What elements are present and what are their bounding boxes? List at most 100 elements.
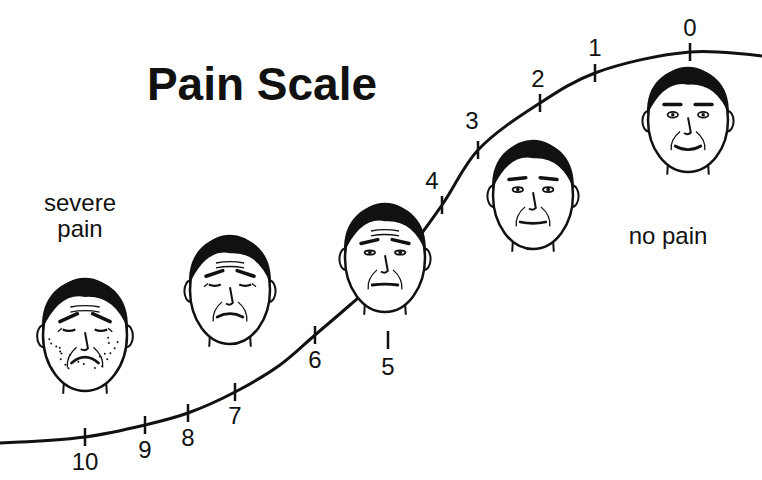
tick-mark [689, 43, 692, 61]
nose [81, 332, 88, 350]
head [190, 236, 270, 344]
eyebrow [509, 178, 526, 180]
eyebrow [206, 271, 223, 277]
mouth [675, 146, 701, 150]
scale-number: 10 [72, 450, 99, 474]
mouth [217, 314, 243, 317]
face [339, 204, 430, 315]
tick-mark [314, 326, 317, 344]
scale-number: 5 [381, 355, 394, 379]
mouth [520, 222, 546, 223]
pupil [701, 113, 705, 117]
tick-mark [594, 64, 597, 82]
eye-crease [58, 328, 62, 331]
head [43, 279, 127, 391]
eye [365, 251, 375, 255]
skin-dot [69, 354, 71, 356]
pupil [368, 251, 372, 255]
eye [395, 251, 405, 255]
pupil [516, 188, 520, 192]
wrinkle [70, 306, 99, 307]
skin-dot [94, 367, 96, 369]
hair [344, 204, 426, 253]
cheek-line [67, 347, 76, 367]
nose [226, 287, 233, 304]
eyebrow [540, 178, 557, 180]
eye-crease [108, 328, 112, 331]
skin-dot [64, 364, 66, 366]
cheek-line [213, 302, 222, 321]
skin-dot [106, 358, 108, 360]
tick-mark [84, 428, 87, 446]
title: Pain Scale [147, 61, 377, 107]
skin-dot [117, 341, 119, 343]
skin-dot [104, 353, 106, 355]
wrinkle [70, 311, 99, 312]
skin-dot [68, 367, 70, 369]
cheek-line [368, 270, 377, 289]
skin-dot [114, 347, 116, 349]
head [493, 141, 573, 249]
nose [381, 255, 388, 272]
scale-number: 7 [228, 404, 241, 428]
scale-number: 3 [465, 109, 478, 133]
wrinkle [371, 235, 399, 236]
eye [698, 112, 708, 118]
eyebrow [237, 271, 254, 277]
scale-number: 0 [683, 16, 696, 40]
skin-dot [60, 358, 62, 360]
eye [543, 187, 553, 192]
skin-dot [101, 365, 103, 367]
skin-dot [48, 338, 50, 340]
skin-dot [77, 361, 79, 363]
scale-end-label: severe pain [25, 190, 135, 243]
closed-eye [239, 285, 251, 286]
skin-dot [99, 355, 101, 357]
tick-mark [539, 94, 542, 112]
scale-curve [0, 52, 762, 443]
scale-number: 2 [531, 67, 544, 91]
pupil [546, 188, 550, 192]
nose [684, 117, 691, 134]
hair [42, 279, 128, 329]
tick-mark [477, 141, 480, 159]
face [184, 236, 275, 347]
eyebrow [392, 240, 409, 244]
skin-dot [55, 345, 57, 347]
scale-end-label: no pain [629, 224, 708, 248]
head [345, 204, 425, 312]
mouth [72, 357, 99, 363]
tick-marks [85, 43, 690, 446]
wrinkle [216, 262, 244, 263]
faces [37, 68, 733, 394]
eye-crease [204, 284, 208, 287]
skin-dot [107, 337, 109, 339]
skin-dot [60, 353, 62, 355]
cheek-line [93, 347, 102, 367]
closed-eye [95, 329, 108, 330]
face [642, 68, 733, 175]
scale-number: 6 [308, 348, 321, 372]
face [487, 141, 578, 252]
eye [513, 187, 523, 192]
nose [529, 192, 536, 209]
eyebrow [695, 103, 712, 107]
tick-mark [234, 383, 237, 401]
pupil [671, 113, 675, 117]
scale-number: 1 [588, 36, 601, 60]
skin-dots [48, 337, 118, 369]
face [37, 279, 133, 394]
tick-mark [441, 196, 444, 214]
eye-crease [252, 284, 256, 287]
pupil [398, 251, 402, 255]
head [648, 68, 728, 172]
eye [668, 112, 678, 118]
eyebrow [361, 240, 378, 244]
tick-mark [387, 331, 390, 349]
skin-dot [83, 363, 85, 365]
skin-dot [109, 352, 111, 354]
hair [189, 236, 271, 285]
skin-dot [108, 342, 110, 344]
wrinkle [371, 230, 399, 231]
scale-number: 4 [425, 169, 438, 193]
